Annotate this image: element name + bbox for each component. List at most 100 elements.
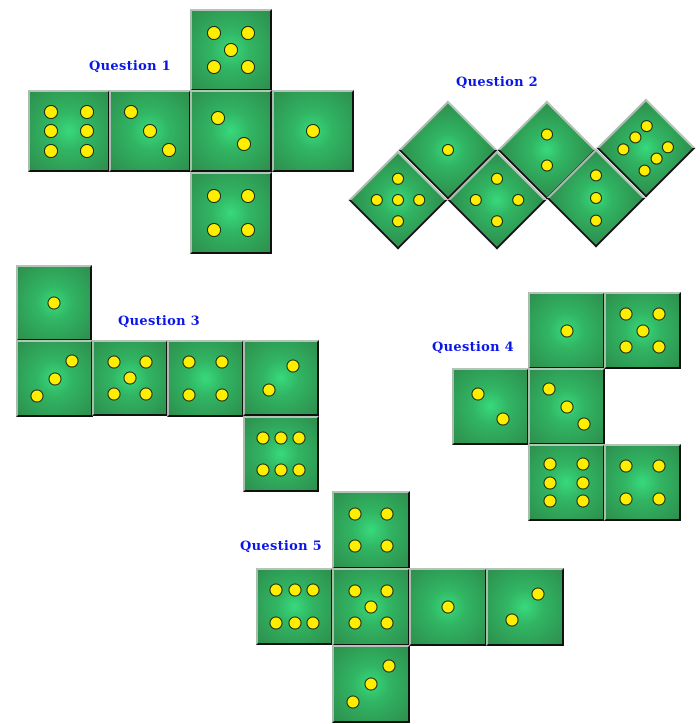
pip xyxy=(380,616,394,630)
pip xyxy=(44,143,59,158)
pip xyxy=(79,143,94,158)
pip xyxy=(652,459,666,473)
pip xyxy=(288,583,301,597)
pip xyxy=(206,25,221,40)
pip xyxy=(348,616,362,630)
pip xyxy=(652,492,666,506)
pip xyxy=(636,161,654,179)
pip xyxy=(206,223,221,238)
pip xyxy=(364,677,378,691)
pip xyxy=(348,584,362,598)
pip xyxy=(241,223,256,238)
pip xyxy=(44,124,59,138)
pip xyxy=(346,695,360,709)
pip xyxy=(389,170,407,188)
q4-die-face-5 xyxy=(604,292,681,369)
pip xyxy=(576,494,590,508)
pip xyxy=(286,359,300,373)
pip xyxy=(467,191,485,209)
q3-die-face-6 xyxy=(243,416,319,492)
pip xyxy=(262,383,276,397)
pip xyxy=(638,117,656,135)
q3-die-face-3 xyxy=(16,340,93,417)
q5-die-face-4 xyxy=(332,491,410,569)
pip xyxy=(368,191,386,209)
pip xyxy=(538,125,556,143)
pip xyxy=(206,60,221,75)
pip xyxy=(619,340,633,354)
pip xyxy=(542,382,556,396)
q3-die-face-2 xyxy=(243,340,319,416)
pip xyxy=(143,124,157,138)
pip xyxy=(560,400,573,413)
question-4-label: Question 4 xyxy=(432,340,515,355)
pip xyxy=(79,104,94,119)
pip xyxy=(505,613,519,627)
pip xyxy=(382,659,396,673)
pip xyxy=(619,307,633,321)
pip xyxy=(210,110,225,125)
question-3-label: Question 3 xyxy=(118,314,201,329)
q1-die-face-6 xyxy=(28,90,110,172)
pip xyxy=(107,355,121,369)
q1-die-face-4 xyxy=(190,172,272,254)
pip xyxy=(496,412,510,426)
pip xyxy=(182,388,196,402)
pip xyxy=(269,616,283,630)
q1-die-face-3 xyxy=(109,90,191,172)
q1-die-face-5 xyxy=(190,9,272,91)
pip xyxy=(241,188,256,203)
pip xyxy=(615,140,633,158)
pip xyxy=(380,507,394,521)
q3-die-face-5 xyxy=(92,340,168,416)
pip xyxy=(364,600,378,614)
pip xyxy=(587,189,605,207)
pip xyxy=(107,387,121,401)
q4-die-face-1 xyxy=(528,292,605,369)
pip xyxy=(577,417,591,431)
pip xyxy=(619,459,633,473)
pip xyxy=(256,431,270,445)
pip xyxy=(648,150,666,168)
q5-die-face-1 xyxy=(409,568,487,646)
pip xyxy=(636,324,649,337)
pip xyxy=(47,296,61,310)
pip xyxy=(237,137,252,152)
pip xyxy=(48,372,61,385)
q4-die-face-3 xyxy=(528,368,605,445)
pip xyxy=(292,431,306,445)
pip xyxy=(652,307,666,321)
pip xyxy=(471,387,485,401)
q4-die-face-4 xyxy=(604,444,681,521)
pip xyxy=(224,43,238,57)
q5-die-face-5 xyxy=(332,568,410,646)
pip xyxy=(389,191,407,209)
pip xyxy=(587,211,605,229)
pip xyxy=(269,583,283,597)
q1-die-face-2 xyxy=(190,90,272,172)
pip xyxy=(410,191,428,209)
pip xyxy=(509,191,527,209)
pip xyxy=(44,104,59,119)
pip xyxy=(206,188,221,203)
pip xyxy=(306,583,320,597)
pip xyxy=(576,476,590,489)
pip xyxy=(288,616,301,630)
q4-die-face-6 xyxy=(528,444,605,521)
pip xyxy=(389,212,407,230)
pip xyxy=(488,170,506,188)
q3-die-face-1 xyxy=(16,265,92,341)
pip xyxy=(306,616,320,630)
pip xyxy=(626,128,644,146)
pip xyxy=(538,157,556,175)
pip xyxy=(79,124,94,138)
pip xyxy=(182,355,196,369)
pip xyxy=(306,124,320,138)
question-1-label: Question 1 xyxy=(89,59,172,74)
pip xyxy=(241,60,256,75)
pip xyxy=(161,142,176,157)
q1-die-face-1 xyxy=(272,90,354,172)
pip xyxy=(439,141,457,159)
pip xyxy=(65,354,79,368)
pip xyxy=(348,507,362,521)
